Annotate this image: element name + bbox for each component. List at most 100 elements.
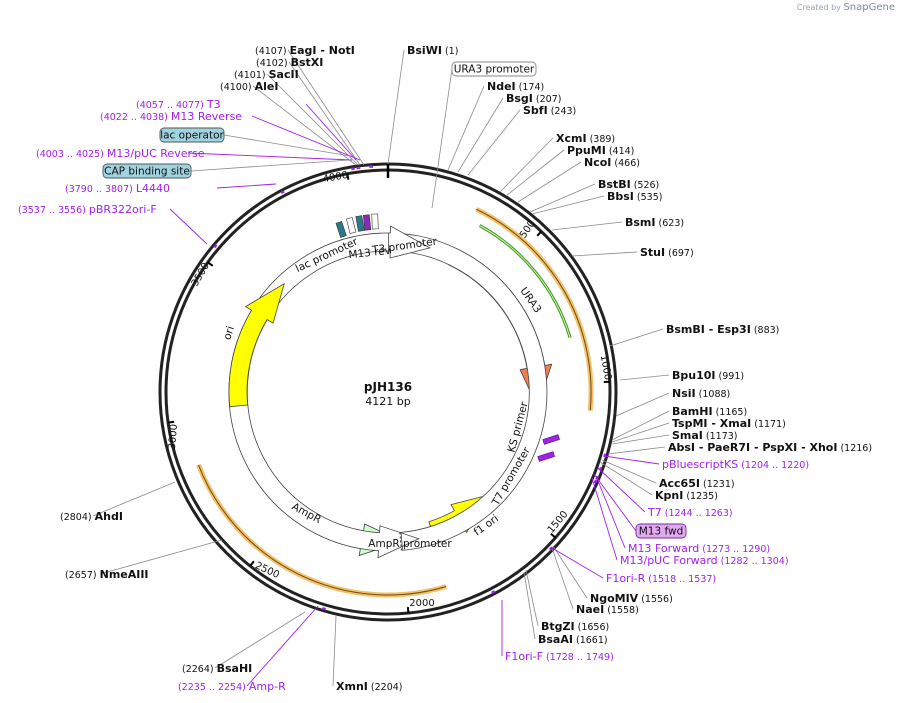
restriction-site[interactable]: NgoMIV (1556)	[590, 592, 673, 605]
restriction-site[interactable]: (4102) BstXI	[256, 56, 323, 69]
restriction-site[interactable]: NdeI (174)	[487, 80, 544, 93]
site-connector	[447, 85, 485, 171]
site-connector	[615, 392, 670, 417]
primer-site-mark	[351, 167, 355, 171]
restriction-site[interactable]: BbsI (535)	[607, 190, 662, 203]
primer-label: pBluescriptKS (1204 .. 1220)	[662, 458, 809, 471]
plasmid-name: pJH136	[364, 380, 412, 394]
primer[interactable]: (4022 .. 4038) M13 Reverse	[100, 110, 242, 123]
site-connector	[288, 61, 361, 166]
boxed-feature[interactable]: URA3 promoter	[451, 61, 537, 77]
site-label: StuI (697)	[640, 246, 694, 259]
site-connector	[601, 459, 657, 484]
restriction-site[interactable]: NsiI (1088)	[672, 387, 730, 400]
restriction-site[interactable]: (4107) EagI - NotI	[255, 44, 355, 57]
restriction-site[interactable]: (2264) BsaHI	[182, 662, 252, 675]
primer[interactable]: F1ori-R (1518 .. 1537)	[606, 572, 716, 585]
restriction-site[interactable]: BsiWI (1)	[407, 44, 458, 57]
feature-arrow-ori	[228, 282, 285, 408]
site-connector	[571, 251, 638, 257]
site-label: (2804) AhdI	[60, 510, 123, 523]
site-connector	[552, 545, 588, 599]
site-label: NsiI (1088)	[672, 387, 730, 400]
boxed-feature[interactable]: CAP binding site	[102, 163, 192, 179]
primer-site-mark	[598, 466, 603, 471]
primer-label: T7 (1244 .. 1263)	[647, 506, 733, 519]
restriction-site[interactable]: BsgI (207)	[506, 92, 561, 105]
restriction-site[interactable]: (2657) NmeAIII	[65, 568, 149, 581]
restriction-site[interactable]: XcmI (389)	[556, 132, 615, 145]
primer[interactable]: (2235 .. 2254) Amp-R	[178, 680, 286, 693]
restriction-site[interactable]: AbsI - PaeR7I - PspXI - XhoI (1216)	[668, 441, 872, 454]
primer[interactable]: (4003 .. 4025) M13/pUC Reverse	[36, 147, 205, 160]
site-label: KpnI (1235)	[655, 489, 718, 502]
restriction-site[interactable]: BtgZI (1656)	[541, 620, 609, 633]
primer-label: M13 Forward (1273 .. 1290)	[628, 542, 770, 555]
restriction-site[interactable]: BsaAI (1661)	[538, 633, 608, 646]
site-label: (4102) BstXI	[256, 56, 323, 69]
site-label: NaeI (1558)	[576, 603, 639, 616]
box-label: CAP binding site	[104, 166, 190, 178]
restriction-site[interactable]: SbfI (243)	[523, 104, 576, 117]
primer[interactable]: (3790 .. 3807) L4440	[65, 182, 170, 195]
primer[interactable]: (4057 .. 4077) T3	[136, 98, 221, 111]
primer[interactable]: M13/pUC Forward (1282 .. 1304)	[620, 554, 789, 567]
site-label: BsgI (207)	[506, 92, 561, 105]
box-label: URA3 promoter	[454, 64, 535, 76]
site-label: XcmI (389)	[556, 132, 615, 145]
tick-mark	[346, 173, 350, 180]
restriction-site[interactable]: (4101) SacII	[234, 68, 299, 81]
tick-mark	[536, 230, 543, 237]
restriction-site[interactable]: BamHI (1165)	[672, 405, 747, 418]
restriction-site[interactable]: TspMI - XmaI (1171)	[672, 417, 786, 430]
site-label: PpuMI (414)	[567, 144, 634, 157]
site-connector	[467, 109, 521, 176]
primer[interactable]: M13 Forward (1273 .. 1290)	[628, 542, 770, 555]
tick-mark	[167, 420, 175, 424]
primer-label: (4057 .. 4077) T3	[136, 98, 221, 111]
restriction-site[interactable]: BsmI (623)	[625, 216, 684, 229]
restriction-site[interactable]: (4100) AleI	[220, 80, 278, 93]
primer[interactable]: (3537 .. 3556) pBR322ori-F	[18, 203, 157, 216]
primer[interactable]: T7 (1244 .. 1263)	[647, 506, 733, 519]
site-label: AbsI - PaeR7I - PspXI - XhoI (1216)	[668, 441, 872, 454]
primer[interactable]: F1ori-F (1728 .. 1749)	[505, 650, 614, 663]
site-connector	[332, 615, 337, 687]
site-connector	[599, 461, 653, 496]
site-connector	[619, 374, 670, 381]
site-connector	[551, 547, 574, 610]
restriction-site[interactable]: BsmBI - Esp3I (883)	[666, 323, 779, 336]
primer-labels: (4057 .. 4077) T3(4022 .. 4038) M13 Reve…	[18, 98, 809, 693]
primer-connector	[305, 103, 357, 161]
credit-prefix: Created by	[796, 3, 841, 12]
restriction-site[interactable]: NaeI (1558)	[576, 603, 639, 616]
site-label: BsiWI (1)	[407, 44, 458, 57]
restriction-site[interactable]: SmaI (1173)	[672, 429, 738, 442]
primer-connector	[603, 455, 660, 465]
restriction-site[interactable]: Acc65I (1231)	[659, 477, 735, 490]
site-label: NcoI (466)	[584, 156, 640, 169]
restriction-site[interactable]: StuI (697)	[640, 246, 694, 259]
restriction-site[interactable]: KpnI (1235)	[655, 489, 718, 502]
site-connector	[214, 611, 306, 669]
box-connector	[593, 473, 637, 532]
box-background	[102, 163, 192, 179]
restriction-site[interactable]: (2804) AhdI	[60, 510, 123, 523]
site-connector	[551, 221, 623, 231]
orf-inner-band-core	[479, 225, 571, 338]
site-label: SmaI (1173)	[672, 429, 738, 442]
primer-site-mark	[321, 607, 326, 611]
restriction-site[interactable]: BstBI (526)	[598, 178, 659, 191]
primer-label: F1ori-R (1518 .. 1537)	[606, 572, 716, 585]
restriction-site[interactable]: NcoI (466)	[584, 156, 640, 169]
boxed-feature[interactable]: lac operator	[159, 127, 224, 143]
restriction-site[interactable]: XmnI (2204)	[336, 680, 402, 693]
restriction-site[interactable]: PpuMI (414)	[567, 144, 634, 157]
boxed-feature[interactable]: M13 fwd	[635, 523, 687, 539]
primer-connector	[595, 475, 626, 549]
feature-arrow-t3-promoter	[388, 225, 431, 259]
primer[interactable]: pBluescriptKS (1204 .. 1220)	[662, 458, 809, 471]
restriction-site[interactable]: Bpu10I (991)	[672, 369, 744, 382]
site-connector	[607, 446, 666, 455]
